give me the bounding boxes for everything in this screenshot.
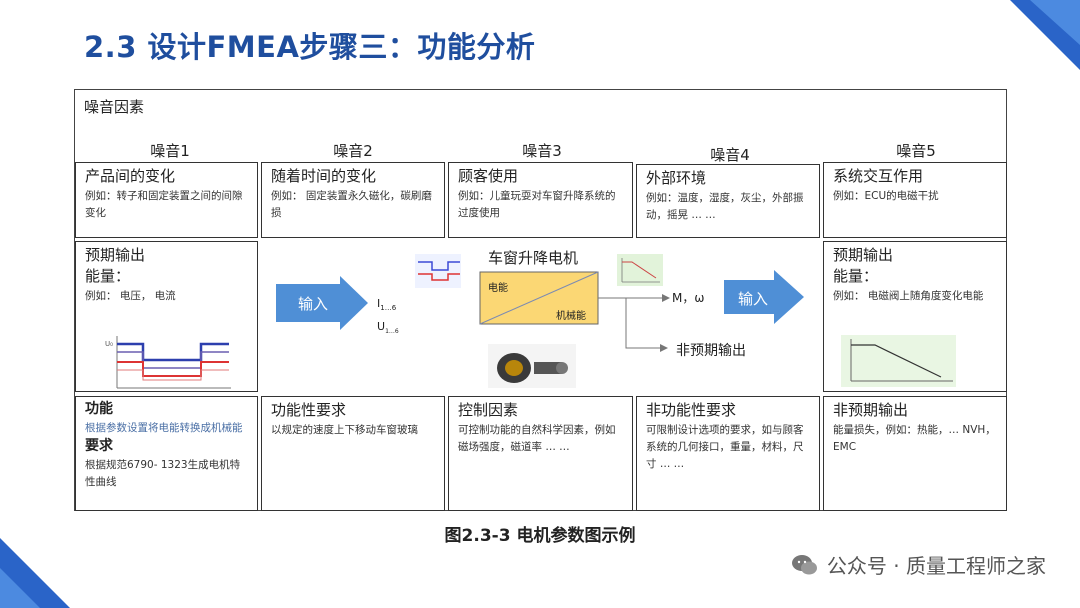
voltage-current-graph: U₀ bbox=[103, 332, 233, 392]
noise-desc-4: 例如：温度，湿度，灰尘，外部振动，摇晃 … … bbox=[646, 190, 810, 224]
control-factors-desc: 可控制功能的自然科学因素，例如磁场强度，磁道率 … … bbox=[458, 422, 623, 456]
functional-req-desc: 以规定的速度上下移动车窗玻璃 bbox=[271, 422, 435, 439]
requirement-title: 要求 bbox=[85, 437, 248, 456]
expected-right-head2: 能量： bbox=[833, 266, 997, 287]
noise-desc-1: 例如：转子和固定装置之间的间隙变化 bbox=[85, 188, 248, 222]
noise-head-2: 随着时间的变化 bbox=[271, 166, 435, 187]
input-signal-graph bbox=[415, 254, 461, 288]
noise-label-3: 噪音3 bbox=[502, 140, 582, 161]
noise-label-2: 噪音2 bbox=[313, 140, 393, 161]
unexpected-output-head: 非预期输出 bbox=[833, 400, 997, 421]
motor-box-output: 机械能 bbox=[556, 307, 586, 322]
input-left-label: 输入 bbox=[298, 293, 328, 314]
noise-label-1: 噪音1 bbox=[130, 140, 210, 161]
output-label: M，ω bbox=[672, 289, 704, 306]
corner-decoration-top-right bbox=[1000, 0, 1080, 70]
noise-factors-label: 噪音因素 bbox=[84, 96, 144, 117]
noise-box-1: 产品间的变化 例如：转子和固定装置之间的间隙变化 bbox=[75, 162, 258, 238]
functional-req-head: 功能性要求 bbox=[271, 400, 435, 421]
slide-title: 2.3 设计FMEA步骤三：功能分析 bbox=[84, 24, 535, 66]
motor-title: 车窗升降电机 bbox=[488, 247, 578, 268]
nonfunctional-req-box: 非功能性要求 可限制设计选项的要求，如与顾客系统的几何接口，重量，材料，尺寸 …… bbox=[636, 396, 820, 511]
nonfunctional-req-head: 非功能性要求 bbox=[646, 400, 810, 421]
angle-energy-graph bbox=[841, 335, 956, 387]
function-title: 功能 bbox=[85, 400, 248, 419]
svg-text:U₀: U₀ bbox=[105, 340, 113, 348]
noise-box-3: 顾客使用 例如：儿童玩耍对车窗升降系统的过度使用 bbox=[448, 162, 633, 238]
expected-right-desc: 例如： 电磁阀上随角度变化电能 bbox=[833, 288, 997, 305]
expected-output-right: 预期输出 能量： 例如： 电磁阀上随角度变化电能 bbox=[823, 241, 1007, 392]
control-factors-head: 控制因素 bbox=[458, 400, 623, 421]
noise-box-5: 系统交互作用 例如：ECU的电磁干扰 bbox=[823, 162, 1007, 238]
voltage-symbol: U1…6 bbox=[377, 320, 399, 335]
function-desc: 根据参数设置将电能转换成机械能 bbox=[85, 420, 248, 437]
noise-desc-2: 例如： 固定装置永久磁化，碳刷磨损 bbox=[271, 188, 435, 222]
control-factors-box: 控制因素 可控制功能的自然科学因素，例如磁场强度，磁道率 … … bbox=[448, 396, 633, 511]
watermark-text: 公众号 · 质量工程师之家 bbox=[827, 550, 1046, 579]
noise-head-3: 顾客使用 bbox=[458, 166, 623, 187]
function-requirement-box: 功能 根据参数设置将电能转换成机械能 要求 根据规范6790- 1323生成电机… bbox=[75, 396, 258, 511]
noise-head-4: 外部环境 bbox=[646, 168, 810, 189]
wechat-icon bbox=[791, 553, 819, 577]
motor-box-input: 电能 bbox=[488, 279, 508, 294]
noise-box-4: 外部环境 例如：温度，湿度，灰尘，外部振动，摇晃 … … bbox=[636, 164, 820, 238]
expected-left-head1: 预期输出 bbox=[85, 245, 248, 266]
output-graph-small bbox=[617, 254, 663, 286]
noise-head-5: 系统交互作用 bbox=[833, 166, 997, 187]
unexpected-output-label: 非预期输出 bbox=[676, 340, 746, 360]
unexpected-output-desc: 能量损失，例如：热能，… NVH，EMC bbox=[833, 422, 997, 456]
noise-head-1: 产品间的变化 bbox=[85, 166, 248, 187]
noise-label-4: 噪音4 bbox=[690, 144, 770, 165]
noise-desc-3: 例如：儿童玩耍对车窗升降系统的过度使用 bbox=[458, 188, 623, 222]
motor-photo bbox=[488, 344, 576, 388]
noise-label-5: 噪音5 bbox=[876, 140, 956, 161]
unexpected-output-box: 非预期输出 能量损失，例如：热能，… NVH，EMC bbox=[823, 396, 1007, 511]
expected-right-head1: 预期输出 bbox=[833, 245, 997, 266]
input-right-label: 输入 bbox=[738, 288, 768, 309]
expected-left-head2: 能量： bbox=[85, 266, 248, 287]
expected-output-left: 预期输出 能量： 例如： 电压， 电流 U₀ bbox=[75, 241, 258, 392]
functional-req-box: 功能性要求 以规定的速度上下移动车窗玻璃 bbox=[261, 396, 445, 511]
current-symbol: I1…6 bbox=[377, 297, 396, 312]
expected-left-desc: 例如： 电压， 电流 bbox=[85, 288, 248, 305]
nonfunctional-req-desc: 可限制设计选项的要求，如与顾客系统的几何接口，重量，材料，尺寸 … … bbox=[646, 422, 810, 473]
noise-desc-5: 例如：ECU的电磁干扰 bbox=[833, 188, 997, 205]
watermark: 公众号 · 质量工程师之家 bbox=[791, 550, 1046, 579]
figure-caption: 图2.3-3 电机参数图示例 bbox=[0, 521, 1080, 546]
requirement-desc: 根据规范6790- 1323生成电机特性曲线 bbox=[85, 457, 248, 491]
noise-box-2: 随着时间的变化 例如： 固定装置永久磁化，碳刷磨损 bbox=[261, 162, 445, 238]
